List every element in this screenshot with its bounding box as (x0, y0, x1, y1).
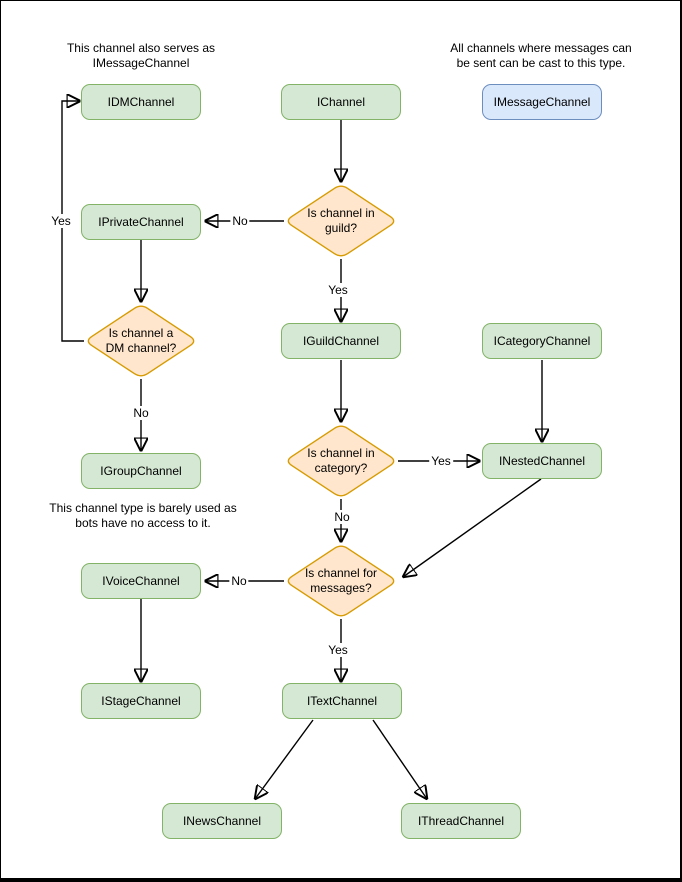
node-inestedchannel: INestedChannel (482, 443, 602, 479)
node-label: INestedChannel (498, 454, 586, 468)
diamond-shape (287, 425, 395, 497)
node-label: IDMChannel (107, 95, 175, 109)
node-label: IThreadChannel (417, 814, 505, 828)
node-imessagechannel: IMessageChannel (482, 84, 602, 120)
connector-itextchannel-to-ithreadchannel (372, 719, 427, 799)
decision-is-channel-in-category: Is channel in category? (284, 423, 398, 499)
node-ichannel: IChannel (281, 84, 401, 120)
decision-line: Is channel in (307, 446, 375, 460)
node-ivoicechannel: IVoiceChannel (81, 563, 201, 599)
node-label: IVoiceChannel (102, 574, 180, 588)
connector-itextchannel-to-inewschannel (255, 719, 314, 799)
decision-label: Is channel a DM channel? (106, 326, 177, 356)
node-icategorychannel: ICategoryChannel (482, 323, 602, 359)
decision-line: category? (314, 461, 368, 475)
decision-line: guild? (324, 221, 358, 235)
diamond-shape (287, 545, 395, 617)
node-label: INewsChannel (182, 814, 262, 828)
diamond-shape (87, 305, 195, 377)
node-label: IGroupChannel (100, 464, 182, 478)
annotation-line: This channel also serves as (66, 41, 216, 55)
node-label: IMessageChannel (493, 95, 591, 109)
edge-label-guild-yes: Yes (326, 283, 350, 297)
node-label: IPrivateChannel (98, 215, 184, 229)
node-label: IGuildChannel (302, 334, 380, 348)
node-label: ITextChannel (306, 694, 378, 708)
connector-inestedchannel-to-messages-decision (403, 478, 542, 577)
edge-label-messages-yes: Yes (326, 643, 350, 657)
annotation-line: All channels where messages can (450, 41, 632, 55)
decision-is-channel-for-messages: Is channel for messages? (284, 543, 398, 619)
node-inewschannel: INewsChannel (162, 803, 282, 839)
node-itextchannel: ITextChannel (282, 683, 402, 719)
decision-label: Is channel for messages? (305, 566, 377, 596)
decision-line: Is channel for (304, 566, 378, 580)
node-idmchannel: IDMChannel (81, 84, 201, 120)
decision-label: Is channel in category? (307, 446, 374, 476)
decision-is-channel-a-dm: Is channel a DM channel? (84, 303, 198, 379)
diamond-shape (287, 185, 395, 257)
node-istagechannel: IStageChannel (81, 683, 201, 719)
node-label: IStageChannel (101, 694, 181, 708)
annotation-line: This channel type is barely used as (49, 501, 237, 515)
node-ithreadchannel: IThreadChannel (401, 803, 521, 839)
edge-label-guild-no: No (230, 214, 250, 228)
annotation-group-usage: This channel type is barely used as bots… (49, 501, 236, 531)
decision-line: Is channel a (108, 326, 174, 340)
node-iprivatechannel: IPrivateChannel (81, 204, 201, 240)
annotation-line: be sent can be cast to this type. (456, 56, 626, 70)
decision-label: Is channel in guild? (307, 206, 374, 236)
edge-label-messages-no: No (229, 574, 249, 588)
edge-label-dm-yes: Yes (49, 214, 73, 228)
node-igroupchannel: IGroupChannel (81, 453, 201, 489)
decision-line: DM channel? (105, 341, 177, 355)
annotation-line: IMessageChannel (92, 56, 190, 70)
annotation-line: bots have no access to it. (75, 516, 211, 530)
annotation-dm-serves: This channel also serves as IMessageChan… (67, 41, 215, 71)
node-label: IChannel (316, 95, 366, 109)
node-iguildchannel: IGuildChannel (281, 323, 401, 359)
decision-line: Is channel in (307, 206, 375, 220)
decision-is-channel-in-guild: Is channel in guild? (284, 183, 398, 259)
annotation-castable: All channels where messages can be sent … (450, 41, 631, 71)
edge-label-dm-no: No (131, 406, 151, 420)
decision-line: messages? (310, 581, 372, 595)
edge-label-category-yes: Yes (429, 454, 453, 468)
node-label: ICategoryChannel (493, 334, 591, 348)
edge-label-category-no: No (332, 510, 352, 524)
